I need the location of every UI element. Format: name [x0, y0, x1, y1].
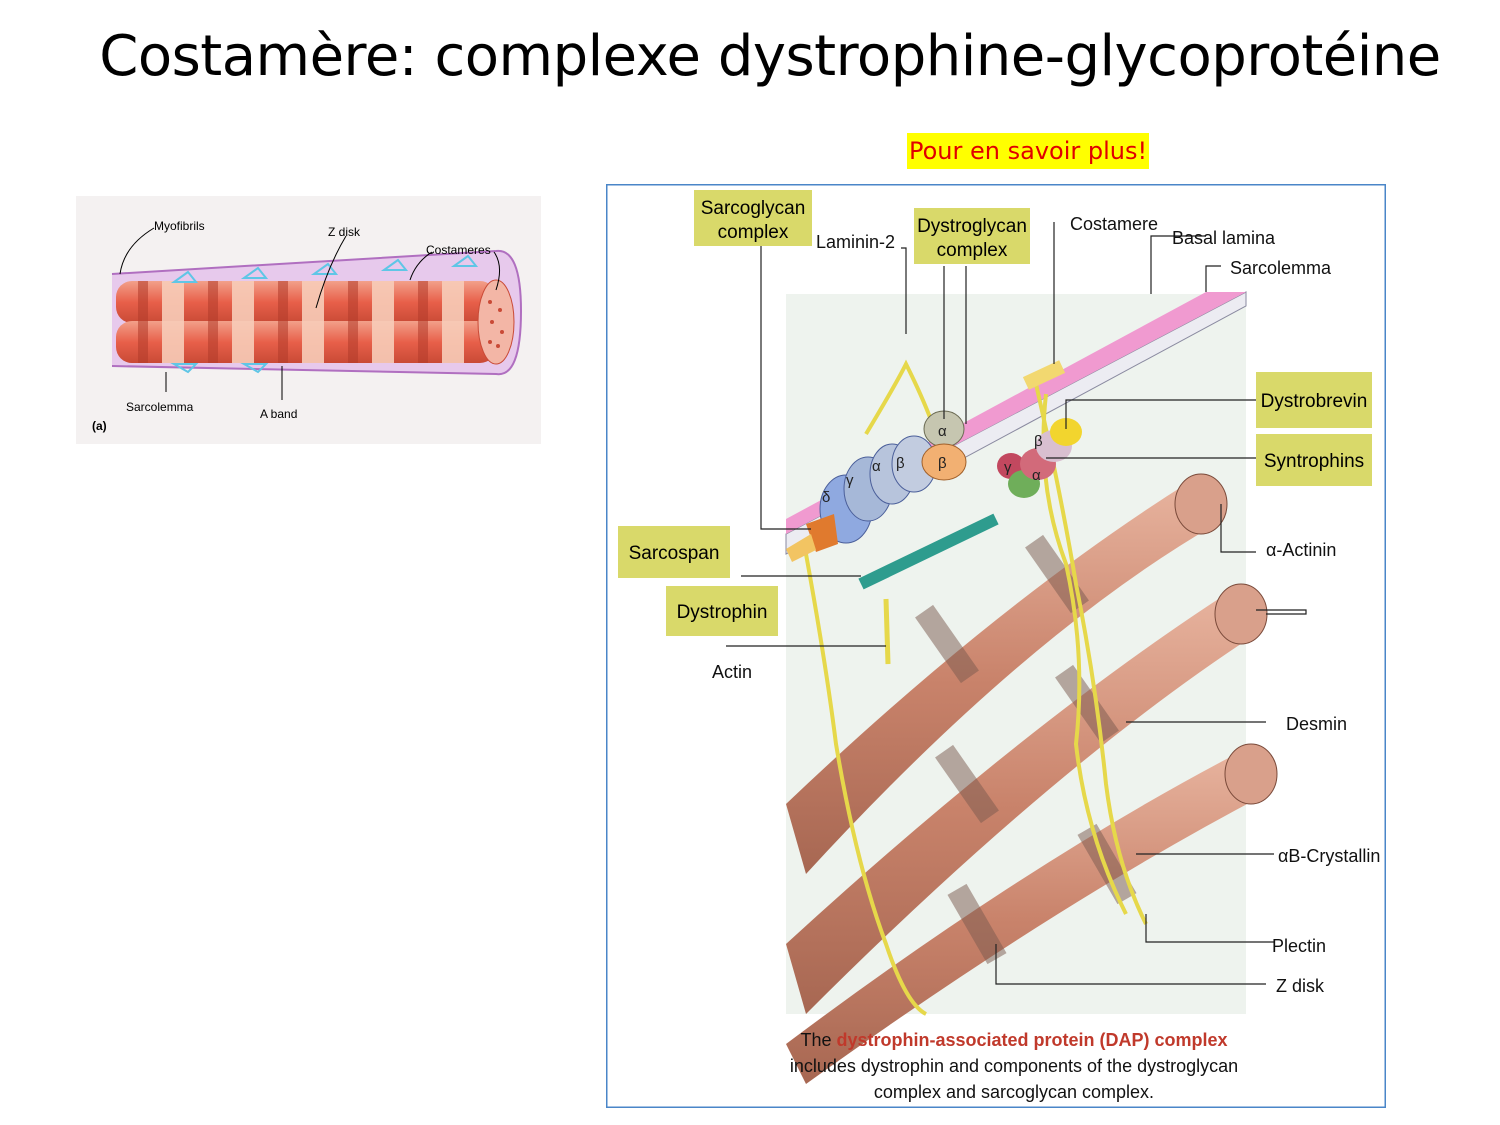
svg-text:γ: γ — [1004, 459, 1012, 476]
actin-filament — [858, 513, 999, 590]
label-z-disk: Z disk — [328, 225, 361, 239]
sarcoglycan-complex-shapes — [786, 435, 937, 562]
svg-text:β: β — [896, 455, 905, 472]
svg-text:α: α — [938, 423, 947, 440]
costamere-marker — [1022, 360, 1066, 390]
caption-prefix: The — [800, 1030, 836, 1050]
label-costameres: Costameres — [426, 243, 491, 257]
box-syntrophins — [1256, 434, 1372, 486]
svg-text:The dystrophin-associated prot: The dystrophin-associated protein (DAP) … — [800, 1030, 1227, 1050]
sarcospan-shape — [806, 514, 838, 552]
boxed-labels: Sarcoglycan complex Dystroglycan complex… — [618, 190, 1372, 636]
slide-title: Costamère: complexe dystrophine-glycopro… — [99, 24, 1441, 89]
myofiber-figure: Myofibrils Z disk Costameres Sarcolemma … — [76, 196, 541, 444]
label-dystrophin: Dystrophin — [677, 602, 768, 623]
figure-a-leaders — [119, 227, 500, 400]
myofibril-bundle — [116, 279, 515, 365]
label-sarcolemma: Sarcolemma — [126, 400, 194, 414]
box-sarcospan — [618, 526, 730, 578]
label-a-band: A band — [260, 407, 297, 421]
muscle-fibers — [786, 473, 1278, 1084]
subunit-letters: δ γ α β α β γ α β — [822, 423, 1043, 506]
label-dystrobrevin: Dystrobrevin — [1261, 391, 1368, 412]
label-dystroglycan-1: Dystroglycan — [917, 216, 1027, 237]
label-dystroglycan-2: complex — [937, 240, 1008, 261]
svg-text:β: β — [1034, 433, 1043, 450]
svg-text:β: β — [938, 455, 947, 472]
svg-text:α: α — [872, 458, 881, 475]
svg-text:δ: δ — [822, 489, 830, 506]
box-dystroglycan — [914, 208, 1030, 264]
label-sarcospan: Sarcospan — [629, 543, 720, 564]
label-ab-crystallin: αB-Crystallin — [1278, 846, 1380, 866]
caption-highlight: dystrophin-associated protein (DAP) comp… — [836, 1030, 1227, 1050]
dap-complex-figure: δ γ α β α β γ α β Sarcoglycan complex Dy — [606, 184, 1386, 1108]
label-syntrophins: Syntrophins — [1264, 451, 1364, 472]
label-myofibrils: Myofibrils — [154, 219, 205, 233]
actin-tether — [883, 598, 891, 665]
dystrophin-n-terminus — [786, 534, 816, 562]
label-costamere: Costamere — [1070, 214, 1158, 234]
label-z-disk: Z disk — [1276, 976, 1325, 996]
dystrophin-strands — [804, 359, 1148, 1016]
label-alpha-actinin: α-Actinin — [1266, 540, 1336, 560]
caption-line3: complex and sarcoglycan complex. — [874, 1082, 1154, 1102]
label-sarcoglycan-1: Sarcoglycan — [701, 198, 806, 219]
figure-b-leaders — [726, 222, 1307, 985]
label-actin: Actin — [712, 662, 752, 682]
label-basal-lamina: Basal lamina — [1172, 228, 1276, 248]
dystroglycan-complex-shapes — [921, 410, 967, 481]
label-sarcolemma: Sarcolemma — [1230, 258, 1332, 278]
more-info-link[interactable]: Pour en savoir plus! — [907, 133, 1150, 169]
label-laminin2: Laminin-2 — [816, 232, 895, 252]
figure-caption: The dystrophin-associated protein (DAP) … — [790, 1030, 1238, 1102]
label-sarcoglycan-2: complex — [718, 222, 789, 243]
box-dystrobrevin — [1256, 372, 1372, 428]
box-sarcoglycan — [694, 190, 812, 246]
box-dystrophin — [666, 586, 778, 636]
dystrobrevin-syntrophin-shapes — [997, 418, 1082, 498]
caption-line2: includes dystrophin and components of th… — [790, 1056, 1238, 1076]
label-panel-a: (a) — [92, 419, 107, 433]
label-desmin: Desmin — [1286, 714, 1347, 734]
svg-text:γ: γ — [846, 472, 854, 489]
costameres — [170, 254, 479, 374]
svg-text:α: α — [1032, 467, 1041, 484]
plain-labels: Laminin-2 Costamere Basal lamina Sarcole… — [712, 214, 1380, 996]
label-plectin: Plectin — [1272, 936, 1326, 956]
